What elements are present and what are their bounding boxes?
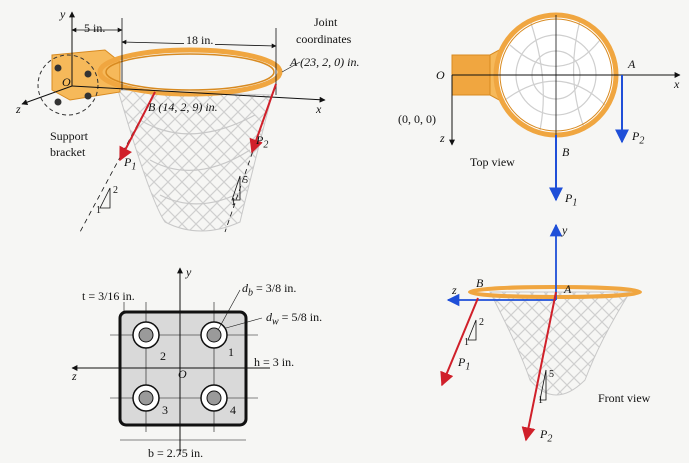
iso-p2-label: P2 <box>256 133 269 151</box>
front-view <box>440 223 642 442</box>
iso-slope1-run: 1 <box>96 205 101 216</box>
plate-bolt-2-label: 2 <box>160 349 166 363</box>
top-axis-z-label: z <box>440 131 445 145</box>
bolt-4 <box>200 384 228 412</box>
plate-b-label: b = 2.75 in. <box>148 446 204 460</box>
bolt-2 <box>132 321 160 349</box>
iso-force-p2 <box>249 83 277 154</box>
front-slope2-rise: 5 <box>549 369 554 380</box>
plate-t-label: t = 3/16 in. <box>82 289 135 303</box>
iso-axis-z-label: z <box>16 102 21 116</box>
top-axis-x-label: x <box>674 77 680 91</box>
iso-bracket-label-2: bracket <box>50 145 86 159</box>
front-p2-label: P2 <box>540 427 553 445</box>
plate-dw-label: dw = 5/8 in. <box>266 310 323 328</box>
iso-rim <box>97 47 283 97</box>
front-force-p2 <box>521 291 557 442</box>
iso-bracket-label-1: Support <box>50 129 89 143</box>
iso-joint-title-2: coordinates <box>296 32 352 46</box>
top-view <box>449 12 681 202</box>
bolt-1 <box>200 321 228 349</box>
iso-support-circle <box>37 54 99 116</box>
front-slope1-rise: 2 <box>479 317 484 328</box>
top-caption: Top view <box>470 155 515 169</box>
front-p1-label: P1 <box>458 355 471 373</box>
iso-slope1-rise: 2 <box>113 185 118 196</box>
top-p2-label: P2 <box>632 129 645 147</box>
front-net <box>489 291 631 396</box>
top-point-b: B <box>562 145 570 159</box>
top-origin-coords: (0, 0, 0) <box>398 112 436 126</box>
top-origin-label: O <box>436 68 445 82</box>
iso-dim-18: 18 in. <box>184 33 216 47</box>
plate-view <box>71 267 270 455</box>
top-p1-label: P1 <box>565 191 578 209</box>
front-axis-y-label: y <box>562 223 568 237</box>
front-point-b: B <box>476 276 484 290</box>
iso-slope2-rise: 5 <box>243 175 248 186</box>
iso-origin-label: O <box>62 75 71 89</box>
plate-bolt-3-label: 3 <box>162 403 168 417</box>
front-caption: Front view <box>598 391 651 405</box>
iso-p1-label: P1 <box>124 155 137 173</box>
plate-bolt-4-label: 4 <box>230 403 236 417</box>
front-slope1-run: 1 <box>464 337 469 348</box>
plate-axis-z-label: z <box>72 369 77 383</box>
iso-slope2-run: 1 <box>231 197 236 208</box>
front-slope2-run: 1 <box>538 395 543 406</box>
plate-bolt-1-label: 1 <box>228 345 234 359</box>
plate-axis-y-label: y <box>186 265 192 279</box>
bolt-3 <box>132 384 160 412</box>
iso-dim-5: 5 in. <box>84 21 106 35</box>
plate-origin-label: O <box>178 367 187 381</box>
iso-axis-x-label: x <box>316 102 322 116</box>
iso-point-b: B (14, 2, 9) in. <box>148 100 218 114</box>
front-force-p1 <box>440 297 479 387</box>
front-axis-z-label: z <box>452 283 457 297</box>
top-point-a: A <box>628 57 636 71</box>
plate-h-label: h = 3 in. <box>254 355 295 369</box>
iso-point-a: A (23, 2, 0) in. <box>290 55 360 69</box>
plate-db-label: db = 3/8 in. <box>242 281 297 299</box>
iso-view <box>21 11 326 233</box>
front-point-a: A <box>564 282 572 296</box>
iso-force-p1 <box>119 91 156 162</box>
iso-axis-y-label: y <box>60 7 66 21</box>
iso-joint-title-1: Joint <box>314 15 338 29</box>
